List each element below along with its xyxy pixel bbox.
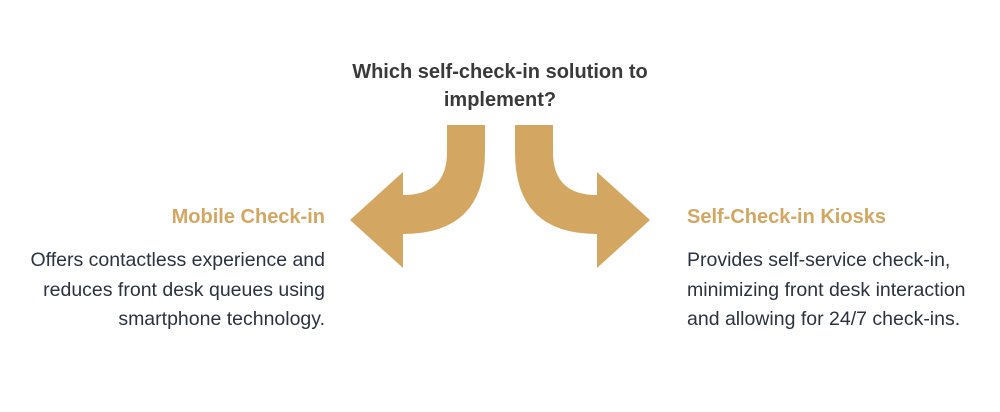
diagram-question: Which self-check-in solution to implemen… xyxy=(352,61,648,111)
kiosk-checkin-title: Self-Check-in Kiosks xyxy=(687,206,886,228)
mobile-checkin-title: Mobile Check-in xyxy=(171,206,325,228)
right-arrow-icon xyxy=(515,125,650,268)
mobile-checkin-description: Offers contactless experience and reduce… xyxy=(30,249,325,330)
left-arrow-icon xyxy=(350,125,485,268)
kiosk-checkin-description: Provides self-service check-in, minimizi… xyxy=(687,249,966,330)
